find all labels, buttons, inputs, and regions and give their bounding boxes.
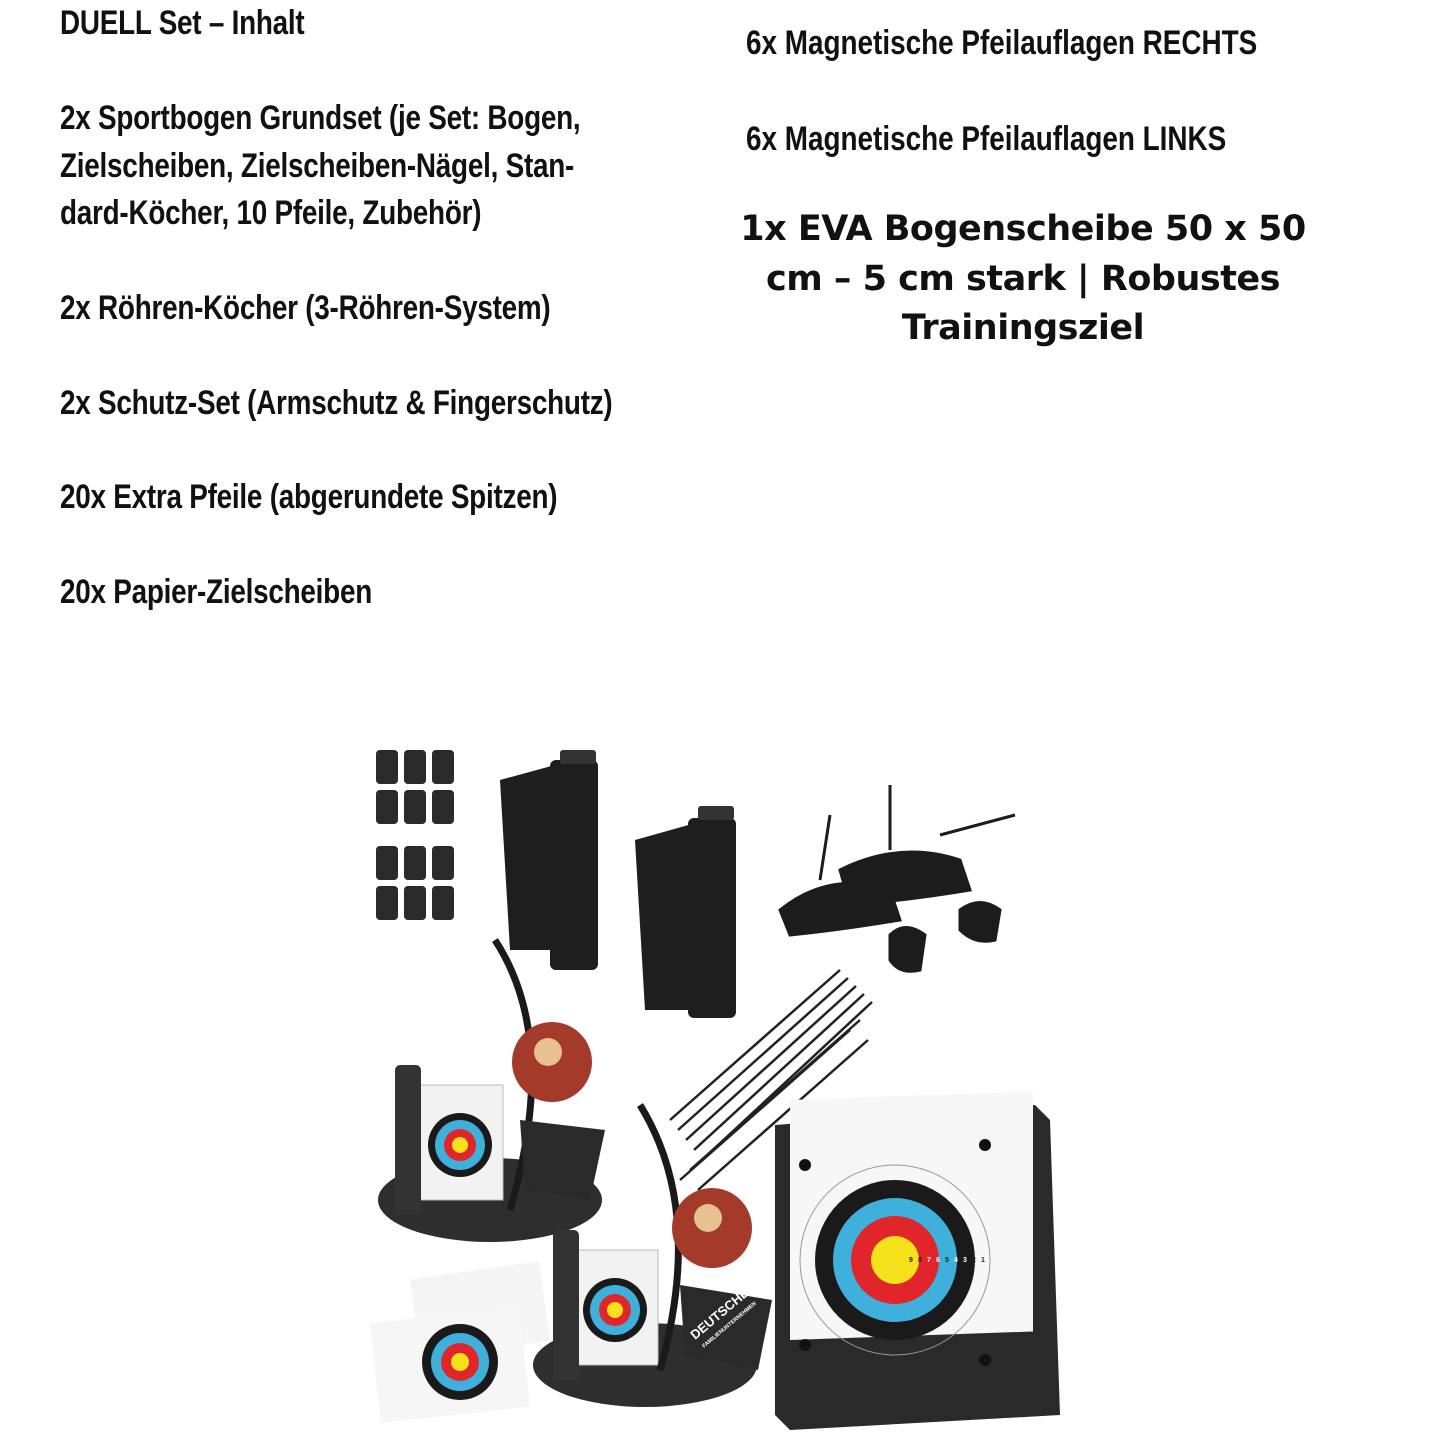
ring-number: 2 xyxy=(972,1257,976,1264)
paper-targets xyxy=(370,1261,550,1423)
bow-set-1 xyxy=(378,938,605,1242)
item-pfeilauflagen-links: 6x Magnetische Pfeilauflagen LINKS xyxy=(746,120,1227,158)
arm-guards xyxy=(778,785,1016,973)
target-ring-numbers: 9 8 7 6 5 4 3 2 1 xyxy=(909,1257,985,1264)
item-sportbogen-line1: 2x Sportbogen Grundset (je Set: Bogen, xyxy=(60,99,581,137)
eva-line-1: 1x EVA Bogenscheibe 50 x 50 xyxy=(740,209,1306,249)
extra-arrows xyxy=(669,969,873,1191)
ring-number: 4 xyxy=(954,1257,958,1264)
item-roehren-koecher: 2x Röhren-Köcher (3-Röhren-System) xyxy=(60,289,551,327)
ring-number: 7 xyxy=(927,1257,931,1264)
eva-line-2: cm – 5 cm stark | Robustes xyxy=(766,258,1281,299)
eva-line-3: Trainingsziel xyxy=(901,308,1145,348)
item-eva-bogenscheibe: 1x EVA Bogenscheibe 50 x 50 cm – 5 cm st… xyxy=(720,205,1326,354)
item-extra-pfeile: 20x Extra Pfeile (abgerundete Spitzen) xyxy=(60,478,558,516)
item-sportbogen-line3: dard-Köcher, 10 Pfeile, Zubehör) xyxy=(60,194,482,232)
ring-number: 9 xyxy=(909,1257,913,1264)
ring-number: 3 xyxy=(963,1257,967,1264)
product-photo: DEUTSCHES FAMILIENUNTERNEHMEN 9 8 7 6 5 … xyxy=(370,750,1060,1430)
ring-number: 6 xyxy=(936,1257,940,1264)
ring-number: 8 xyxy=(918,1257,922,1264)
item-pfeilauflagen-rechts: 6x Magnetische Pfeilauflagen RECHTS xyxy=(746,24,1258,62)
arrow-rests xyxy=(376,750,454,920)
eva-foam-target: 9 8 7 6 5 4 3 2 1 xyxy=(775,1091,1060,1430)
tube-quiver-2 xyxy=(635,806,736,1018)
ring-number: 5 xyxy=(945,1257,949,1264)
ring-number: 1 xyxy=(981,1257,985,1264)
set-title: DUELL Set – Inhalt xyxy=(60,4,305,42)
item-schutz-set: 2x Schutz-Set (Armschutz & Fingerschutz) xyxy=(60,384,613,422)
bow-set-2: DEUTSCHES FAMILIENUNTERNEHMEN xyxy=(533,1103,772,1407)
item-papier-zielscheiben: 20x Papier-Zielscheiben xyxy=(60,573,373,611)
item-sportbogen-line2: Zielscheiben, Zielscheiben-Nägel, Stan- xyxy=(60,147,575,185)
tube-quiver-1 xyxy=(500,750,598,970)
